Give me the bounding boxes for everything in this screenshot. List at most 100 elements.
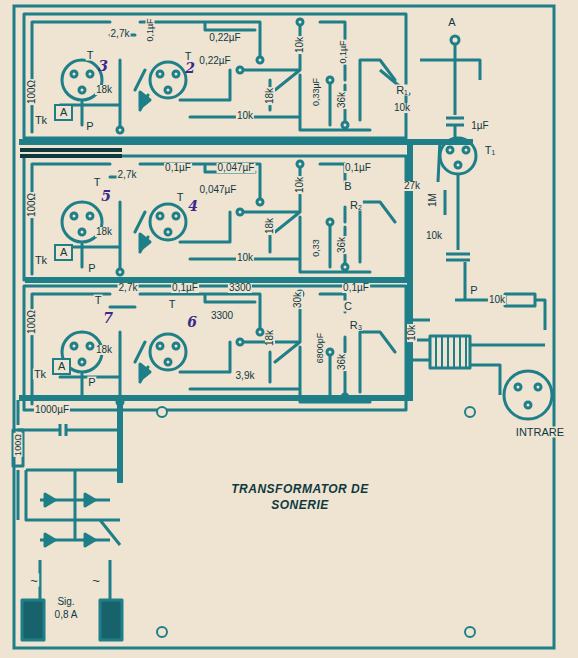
callout-number: 3 <box>97 59 109 73</box>
input-stage <box>380 36 552 419</box>
part-value: 18k <box>265 217 275 235</box>
pcb-trace <box>45 494 95 546</box>
part-value: 30k <box>293 291 303 309</box>
part-value: 10k <box>295 36 305 54</box>
part-value: 0,1µF <box>164 163 192 173</box>
part-value: 100Ω <box>27 192 37 218</box>
pcb-trace <box>436 336 466 368</box>
part-value: P <box>87 377 96 388</box>
part-value: Tk <box>34 115 48 126</box>
pcb-trace <box>18 400 120 600</box>
pcb-trace <box>380 44 480 138</box>
pcb-trace <box>14 6 554 648</box>
pcb-trace <box>465 627 475 637</box>
part-value: Tk <box>34 255 48 266</box>
part-value: 18k <box>95 345 113 355</box>
part-value: ~ <box>91 574 101 587</box>
pcb-trace <box>60 424 66 436</box>
part-value: 2,7k <box>118 283 139 293</box>
part-value: 0,1µF <box>171 283 199 293</box>
pcb-trace <box>100 600 122 640</box>
callout-number: 7 <box>102 311 114 325</box>
callout-number: 4 <box>187 199 199 213</box>
part-value: T <box>86 50 95 61</box>
pcb-trace <box>22 150 120 156</box>
part-value: Sig. <box>56 597 75 607</box>
pcb-trace <box>430 336 470 368</box>
part-value: 10k <box>236 111 254 121</box>
part-value: 0,1µF <box>339 39 348 64</box>
part-value: T <box>93 177 102 188</box>
part-value: 1µF <box>470 121 489 131</box>
part-value: 6800pF <box>316 332 325 365</box>
terminal-box: A <box>52 358 71 375</box>
part-value: T <box>184 51 193 62</box>
part-value: 3300 <box>210 311 234 321</box>
part-value: 10k <box>425 231 443 241</box>
terminal-box: A <box>54 104 73 121</box>
channel-traces <box>24 156 406 280</box>
pcb-trace <box>451 36 459 44</box>
part-value: 18k <box>95 85 113 95</box>
terminal-label: A <box>58 360 65 372</box>
pcb-trace <box>157 627 167 637</box>
part-value: Tk <box>33 369 47 380</box>
part-value: 10k <box>295 176 305 194</box>
board-outline <box>14 6 554 648</box>
part-value: R₂ <box>349 200 363 211</box>
pcb-trace <box>525 402 531 408</box>
pcb-trace <box>535 384 541 390</box>
pcb-trace <box>447 147 453 153</box>
pcb-trace <box>157 407 167 417</box>
callout-number: 5 <box>100 189 112 203</box>
part-value: 36k <box>337 236 347 254</box>
part-value: 3300 <box>228 283 252 293</box>
part-value: 0,22µF <box>198 56 231 66</box>
part-value: T <box>94 295 103 306</box>
part-value: 0,8 A <box>54 610 79 620</box>
part-value: C <box>343 301 353 312</box>
part-value: 10k <box>236 253 254 263</box>
part-value: INTRARE <box>515 427 565 438</box>
part-value: 10k <box>407 324 417 342</box>
part-value: 0,33µF <box>312 77 321 107</box>
part-value: T <box>168 299 177 310</box>
channel-traces <box>24 286 406 410</box>
terminal-label: A <box>60 106 67 118</box>
part-value: 0,1µF <box>344 163 372 173</box>
callout-number: 6 <box>186 315 198 329</box>
part-value: 2,7k <box>110 29 131 39</box>
pcb-trace <box>440 138 476 174</box>
part-value: 0,1µF <box>146 17 155 42</box>
part-value: A <box>447 17 456 28</box>
part-value: 0,1µF <box>342 283 370 293</box>
pcb-trace <box>504 371 552 419</box>
part-value: 18k <box>265 87 275 105</box>
part-value: 0,047µF <box>199 185 238 195</box>
part-value: T₁ <box>484 145 496 156</box>
part-value: 100Ω <box>27 79 37 105</box>
part-value: 27k <box>403 181 421 191</box>
mounting-holes <box>157 407 475 637</box>
part-value: 1000µF <box>34 405 70 415</box>
part-value: 1M <box>428 192 438 208</box>
pcb-trace <box>515 384 521 390</box>
terminal-box: A <box>54 244 73 261</box>
part-value: P <box>85 121 94 132</box>
pcb-trace <box>13 430 23 466</box>
part-value: 100Ω <box>27 309 37 335</box>
part-value: 36k <box>337 353 347 371</box>
pcb-trace <box>505 294 535 306</box>
terminal-label: A <box>60 246 67 258</box>
pcb-trace <box>410 140 545 395</box>
part-value: P <box>87 263 96 274</box>
part-value: 18k <box>265 329 275 347</box>
part-value: 2,7k <box>117 170 138 180</box>
part-value: P <box>469 285 478 296</box>
power-supply <box>13 400 122 640</box>
pcb-trace <box>463 147 469 153</box>
channel-traces <box>24 14 406 138</box>
part-value: T <box>176 192 185 203</box>
